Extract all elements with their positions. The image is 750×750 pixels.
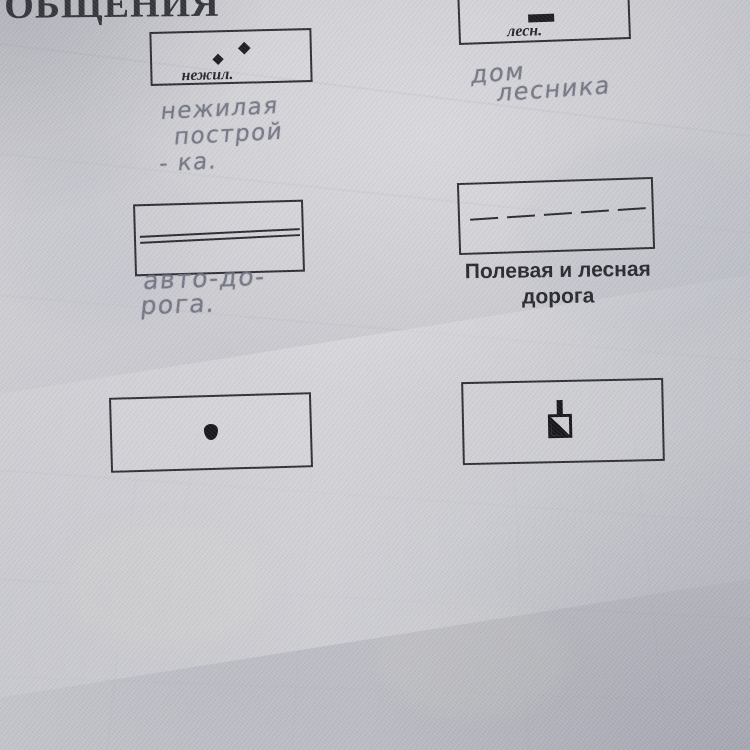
pencil-line: - ка. <box>157 148 220 178</box>
symbol-box-polevaya-doroga <box>456 176 656 256</box>
corner-shadow-bottomright <box>370 430 750 750</box>
caption-line: дорога <box>521 284 595 309</box>
symbol-label-lesn: лесн. <box>506 22 543 41</box>
factory-with-chimney-icon <box>544 400 577 443</box>
legend-caption-polevaya-doroga: Полевая и лесная дорога <box>436 256 681 311</box>
pencil-annotation-nezhil: нежилая постpой - ка. <box>154 92 287 178</box>
symbol-label-nezhil: нежил. <box>181 65 234 85</box>
pencil-line: рога. <box>139 288 218 321</box>
paper-sheen <box>0 241 750 719</box>
page-title: ОБЩЕНИЯ <box>4 0 220 27</box>
dashed-line-road-icon <box>470 206 646 222</box>
water-drop-well-icon <box>203 423 219 441</box>
symbol-box-nezhil: нежил. <box>149 28 313 86</box>
pencil-annotation-lesn: дом лесника <box>468 51 615 109</box>
caption-line: Полевая и лесная <box>464 257 651 284</box>
double-line-road-icon <box>139 228 301 246</box>
symbol-box-factory <box>461 377 665 466</box>
rhombus-icon-upper <box>237 41 251 55</box>
symbol-box-well <box>108 392 314 473</box>
pencil-annotation-avtodoroga: авто-до- рога. <box>139 262 267 321</box>
rhombus-icon-lower <box>212 53 224 65</box>
symbol-box-lesn: лесн. <box>457 0 631 45</box>
